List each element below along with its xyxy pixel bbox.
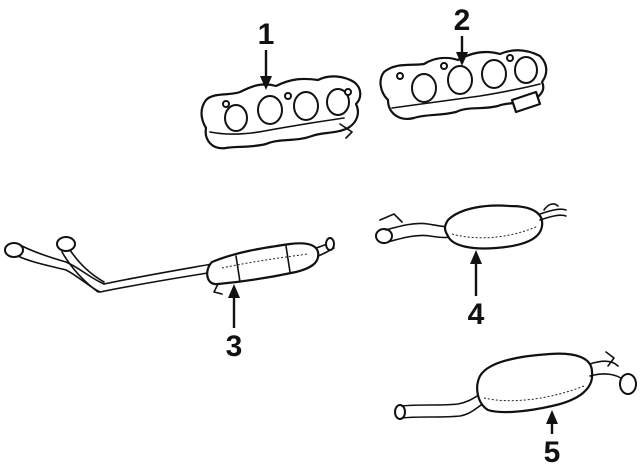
front-pipe-catalytic-converter[interactable] bbox=[4, 236, 335, 295]
callout-arrow-2 bbox=[456, 52, 468, 66]
callout-number-5: 5 bbox=[544, 436, 561, 469]
callout-number-3: 3 bbox=[226, 330, 243, 363]
callout-3: 3 bbox=[226, 284, 243, 363]
callout-4: 4 bbox=[468, 250, 485, 331]
callout-arrow-4 bbox=[470, 250, 482, 264]
callout-2: 2 bbox=[454, 4, 471, 66]
callout-arrow-1 bbox=[260, 76, 272, 90]
exhaust-manifold-right[interactable] bbox=[379, 49, 548, 120]
callout-arrow-3 bbox=[228, 284, 240, 298]
resonator-intermediate-pipe[interactable] bbox=[375, 203, 567, 250]
callout-1: 1 bbox=[258, 18, 275, 90]
callout-5: 5 bbox=[544, 410, 561, 469]
rear-muffler[interactable] bbox=[394, 351, 637, 420]
callout-number-2: 2 bbox=[454, 4, 471, 37]
callout-number-4: 4 bbox=[468, 298, 485, 331]
callout-number-1: 1 bbox=[258, 18, 275, 51]
callout-arrow-5 bbox=[546, 410, 558, 424]
exhaust-manifold-left[interactable] bbox=[200, 75, 362, 150]
